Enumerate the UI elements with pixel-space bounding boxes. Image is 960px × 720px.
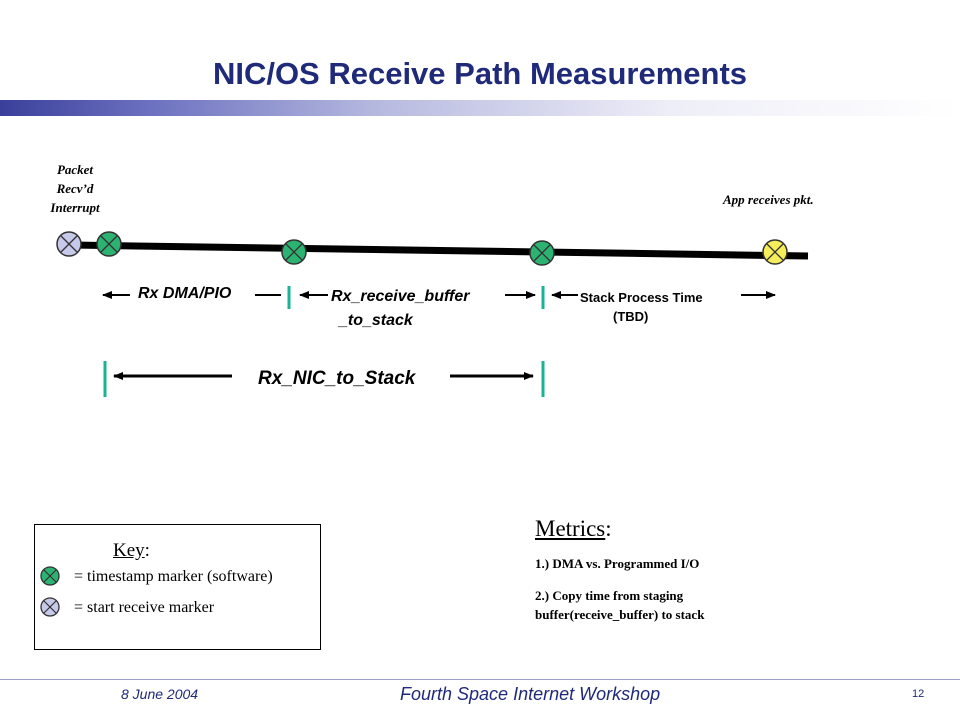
footer-date: 8 June 2004 — [121, 686, 199, 702]
key-box — [34, 524, 321, 650]
key-title-suffix: : — [144, 540, 150, 561]
stack-process-label: Stack Process Time (TBD) — [580, 288, 703, 326]
key-timestamp-label: = timestamp marker (software) — [74, 568, 273, 585]
metrics-title: Metrics: — [535, 516, 612, 542]
timestamp-marker-2 — [281, 239, 307, 265]
timeline-line — [71, 241, 809, 260]
packet-recvd-label: Packet Recv’d Interrupt — [40, 160, 110, 217]
packet-label-line-2: Recv’d — [56, 181, 94, 196]
packet-label-line-1: Packet — [56, 162, 94, 177]
key-title: Key: — [113, 540, 150, 562]
key-title-text: Key — [113, 540, 145, 561]
app-receives-marker — [762, 239, 788, 265]
app-receives-label: App receives pkt. — [723, 192, 814, 207]
timestamp-marker-1 — [96, 231, 122, 257]
key-timestamp-marker — [40, 566, 60, 586]
rx-receive-label-line-2: _to_stack — [339, 312, 413, 329]
metrics-item-1: 1.) DMA vs. Programmed I/O — [535, 556, 700, 571]
slide-title: NIC/OS Receive Path Measurements — [212, 56, 748, 91]
title-gradient-bar — [0, 100, 960, 116]
metrics-item-2: 2.) Copy time from staging buffer(receiv… — [535, 586, 704, 624]
rx-dma-label: Rx DMA/PIO — [138, 285, 232, 302]
metrics-title-suffix: : — [605, 516, 612, 541]
rx-nic-to-stack-label: Rx_NIC_to_Stack — [258, 368, 416, 389]
metrics-item-2-line-2: buffer(receive_buffer) to stack — [535, 607, 705, 622]
metrics-title-text: Metrics — [535, 516, 606, 541]
footer-page-number: 12 — [912, 688, 925, 700]
timestamp-marker-3 — [529, 240, 555, 266]
packet-label-line-3: Interrupt — [50, 200, 100, 215]
metrics-item-2-line-1: 2.) Copy time from staging — [535, 588, 684, 603]
key-start-marker — [40, 597, 60, 617]
rx-receive-label-line-1: Rx_receive_buffer — [331, 288, 470, 305]
stack-label-line-2: (TBD) — [613, 309, 649, 324]
stack-label-line-1: Stack Process Time — [580, 290, 703, 305]
footer-divider — [0, 679, 960, 680]
rx-receive-buffer-label: Rx_receive_buffer _to_stack — [331, 285, 469, 333]
key-start-label: = start receive marker — [74, 599, 215, 616]
start-receive-marker — [56, 231, 82, 257]
footer-workshop-title: Fourth Space Internet Workshop — [400, 684, 661, 704]
